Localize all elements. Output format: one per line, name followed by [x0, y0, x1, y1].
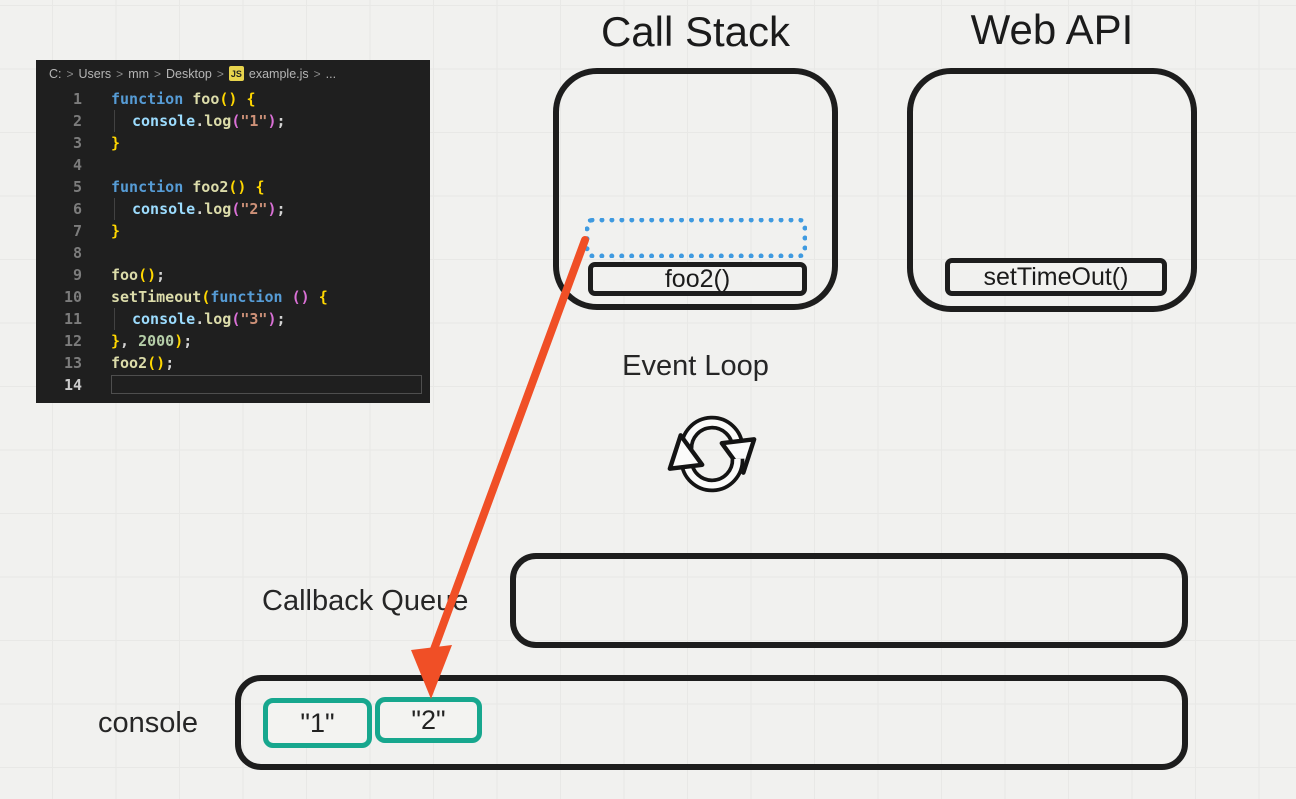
callback-queue-box[interactable] [510, 553, 1188, 648]
code-line: 3} [36, 132, 430, 154]
breadcrumb-segment[interactable]: Users [78, 66, 112, 81]
breadcrumb: C: > Users > mm > Desktop > JS example.j… [36, 60, 430, 87]
pending-frame-dotted-box[interactable] [585, 218, 807, 258]
code-line: 4 [36, 154, 430, 176]
console-box[interactable] [235, 675, 1188, 770]
code-line: 7} [36, 220, 430, 242]
line-number: 8 [72, 244, 82, 262]
web-api-title: Web API [970, 6, 1134, 53]
console-label: console [98, 707, 198, 739]
breadcrumb-trail: ... [325, 66, 337, 81]
line-number: 4 [72, 156, 82, 174]
line-number: 10 [63, 288, 82, 306]
line-number: 1 [72, 90, 82, 108]
current-line-highlight [111, 375, 422, 394]
line-number: 3 [72, 134, 82, 152]
breadcrumb-segment[interactable]: mm [128, 66, 150, 81]
code-line: 14 [36, 374, 430, 396]
chevron-right-icon: > [154, 66, 162, 81]
chevron-right-icon: > [66, 66, 74, 81]
line-number: 9 [72, 266, 82, 284]
javascript-file-icon: JS [228, 66, 244, 81]
line-number: 11 [63, 310, 82, 328]
indent-guide [114, 110, 132, 132]
line-number: 6 [72, 200, 82, 218]
code-line: 12}, 2000); [36, 330, 430, 352]
breadcrumb-segment[interactable]: C: [49, 66, 62, 81]
line-number: 5 [72, 178, 82, 196]
editor-screenshot[interactable]: C: > Users > mm > Desktop > JS example.j… [36, 60, 430, 403]
line-number: 14 [63, 376, 82, 394]
console-item-2[interactable]: "2" [375, 697, 482, 743]
indent-guide [114, 198, 132, 220]
call-stack-frame-foo2[interactable]: foo2() [588, 262, 807, 296]
callback-queue-label: Callback Queue [262, 585, 469, 617]
line-number: 2 [72, 112, 82, 130]
call-stack-title: Call Stack [600, 8, 791, 55]
event-loop-sync-icon[interactable] [663, 400, 761, 508]
chevron-right-icon: > [216, 66, 224, 81]
line-number: 13 [63, 354, 82, 372]
chevron-right-icon: > [313, 66, 321, 81]
line-number: 7 [72, 222, 82, 240]
breadcrumb-filename[interactable]: example.js [248, 66, 309, 81]
call-stack-box[interactable] [553, 68, 838, 310]
web-api-item-settimeout[interactable]: setTimeOut() [945, 258, 1167, 296]
breadcrumb-segment[interactable]: Desktop [166, 66, 212, 81]
event-loop-label: Event Loop [622, 350, 769, 382]
line-number: 12 [63, 332, 82, 350]
web-api-box[interactable] [907, 68, 1197, 312]
code-line: 8 [36, 242, 430, 264]
chevron-right-icon: > [116, 66, 124, 81]
console-item-1[interactable]: "1" [263, 698, 372, 748]
indent-guide [114, 308, 132, 330]
